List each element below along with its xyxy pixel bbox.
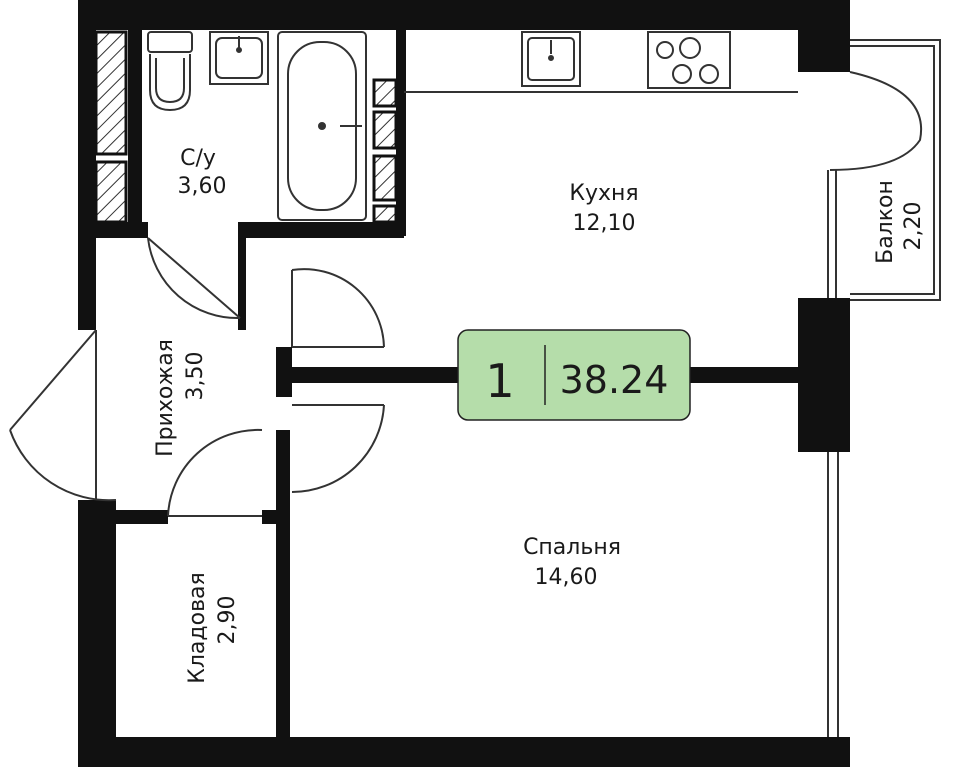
wall-storage-right xyxy=(276,510,290,738)
shaft-lower xyxy=(94,160,128,224)
bathroom-door xyxy=(147,237,241,319)
bathroom-name: С/у xyxy=(180,146,216,171)
kitchen-name: Кухня xyxy=(569,181,638,206)
badge-total-area: 38.24 xyxy=(560,358,669,402)
balcony-outline xyxy=(827,39,941,301)
bathroom-sink xyxy=(209,31,269,85)
wall-right-pillar xyxy=(798,298,850,452)
wall-bath-right xyxy=(396,30,406,236)
doors xyxy=(9,237,385,517)
entrance-door xyxy=(9,329,97,431)
bedroom-window xyxy=(827,452,839,737)
bedroom-name: Спальня xyxy=(523,535,621,560)
bedroom-area: 14,60 xyxy=(535,565,598,590)
balcony-area: 2,20 xyxy=(901,202,926,251)
kitchen-sink xyxy=(521,31,581,87)
wall-hall-stub xyxy=(276,347,292,397)
storage-name: Кладовая xyxy=(185,572,210,684)
wall-bath-left-stub xyxy=(128,30,142,236)
wall-top xyxy=(78,0,850,30)
apartment-badge: 1 38.24 xyxy=(457,329,691,421)
toilet xyxy=(147,31,193,112)
wall-hall-right xyxy=(238,222,246,330)
walls xyxy=(78,0,850,767)
stove xyxy=(647,31,731,89)
wall-storage-top-left xyxy=(96,510,168,524)
shaft-bath-3 xyxy=(372,154,398,202)
wall-bath-bottom-right xyxy=(238,222,404,238)
wall-left-upper xyxy=(78,0,96,330)
badge-room-count: 1 xyxy=(485,354,514,408)
storage-area: 2,90 xyxy=(215,596,240,645)
kitchen-area: 12,10 xyxy=(573,211,636,236)
shaft-bath-2 xyxy=(372,110,398,150)
wall-right-top xyxy=(798,0,850,72)
badge-background xyxy=(457,329,691,421)
bathtub xyxy=(277,31,367,221)
wall-left-lower xyxy=(78,500,116,767)
hallway-area: 3,50 xyxy=(183,352,208,401)
shaft-bath-4 xyxy=(372,204,398,224)
wall-bottom xyxy=(78,737,850,767)
shaft-upper xyxy=(94,30,128,156)
hallway-name: Прихожая xyxy=(153,339,178,457)
wall-hall-right-lower xyxy=(276,430,290,526)
bathroom-area: 3,60 xyxy=(178,174,227,199)
balcony-name: Балкон xyxy=(873,180,898,264)
shaft-bath-1 xyxy=(372,78,398,108)
